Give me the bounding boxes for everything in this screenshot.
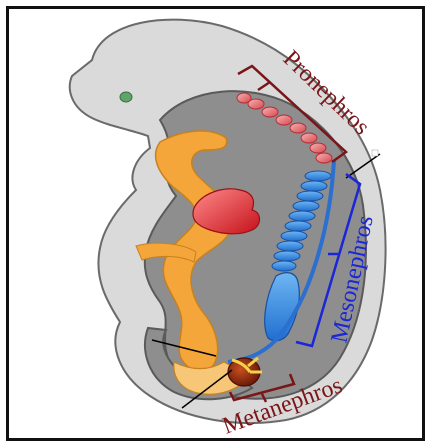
eye-spot — [120, 92, 132, 102]
marker-tick — [372, 150, 378, 156]
